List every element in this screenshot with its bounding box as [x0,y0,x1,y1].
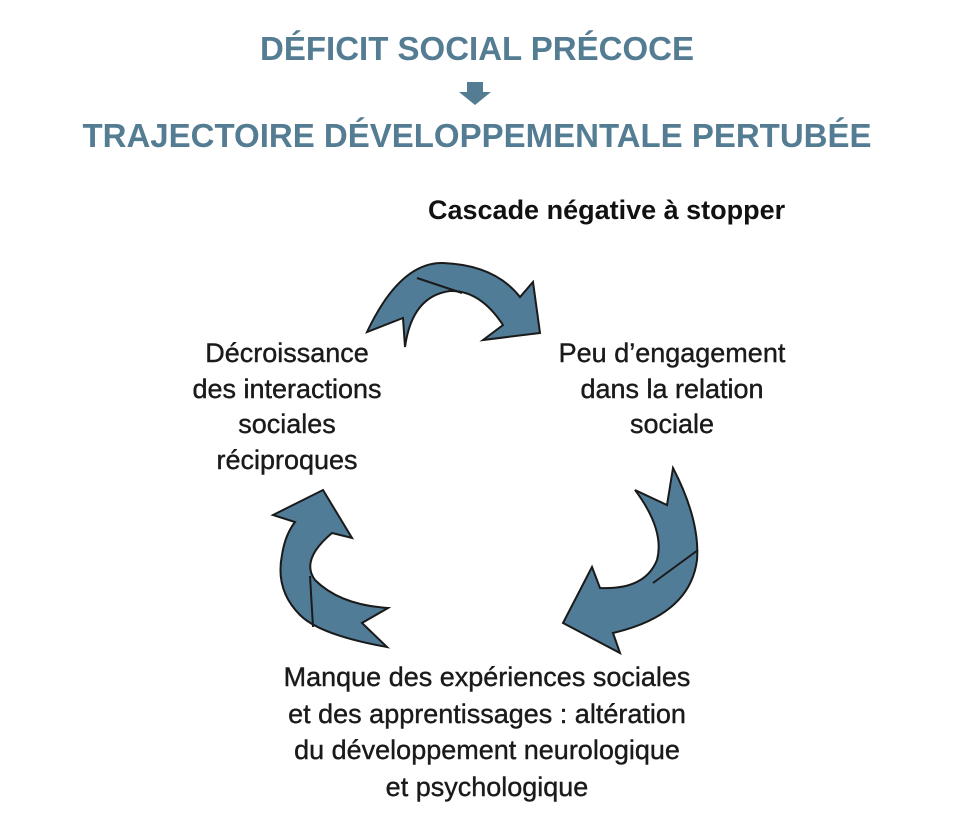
text-line: sociale [629,409,715,439]
text-line: du développement neurologique [294,735,680,765]
cycle-text-left: Décroissance des interactions sociales r… [137,336,437,478]
cycle-text-bottom: Manque des expériences sociales et des a… [187,659,787,805]
text-line: Décroissance [205,338,369,368]
subtitle: Cascade négative à stopper [428,195,786,225]
text-line: réciproques [216,444,358,475]
title-line-1: DÉFICIT SOCIAL PRÉCOCE [260,30,694,67]
text-line: Manque des expériences sociales [283,662,691,692]
text-line: Peu d’engagement [558,338,786,368]
arrow-right-divider [652,549,699,584]
text-line: et psychologique [385,771,589,802]
text-line: sociales [238,409,336,439]
text-line: dans la relation [580,373,764,404]
cycle-text-right: Peu d’engagement dans la relation social… [502,336,842,443]
arrow-top-divider [416,277,463,294]
text-line: des interactions [192,373,382,404]
arrow-right [561,464,699,656]
title-line-2: TRAJECTOIRE DÉVELOPPEMENTALE PERTUBÉE [82,117,872,154]
arrow-left-divider [309,575,314,628]
down-arrow-icon [459,82,491,105]
text-line: et des apprentissages : altération [288,698,686,729]
arrow-left [270,488,392,649]
arrow-top [365,261,542,348]
